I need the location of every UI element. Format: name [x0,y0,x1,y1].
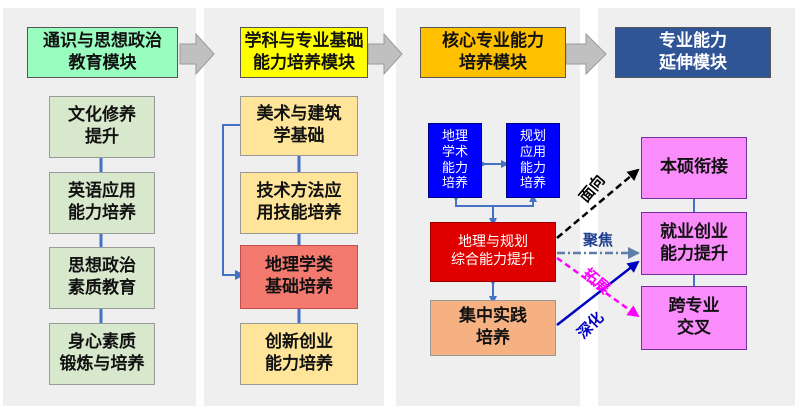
box-culture: 文化修养 提升 [49,96,155,158]
box-ideology: 思想政治 素质教育 [49,247,155,309]
box-innovation: 创新创业 能力培养 [240,323,358,385]
box-art-architecture: 美术与建筑 学基础 [240,96,358,156]
col2-bracket-arrow [222,124,245,280]
flow-arrow-1 [179,32,215,76]
box-technical-methods: 技术方法应 用技能培养 [240,172,358,234]
box-geography-academic: 地理 学术 能力 培养 [428,123,482,198]
box-interdisciplinary: 跨专业 交叉 [641,286,747,350]
flow-arrow-3 [565,32,607,76]
box-employment: 就业创业 能力提升 [641,212,747,275]
header-discipline-foundation: 学科与专业基础 能力培养模块 [240,27,368,78]
header-extension: 专业能力 延伸模块 [615,27,771,78]
expand-arrow [556,256,640,318]
deepen-arrow [556,260,640,326]
box-geography-foundation: 地理学类 基础培养 [240,245,358,309]
box-english: 英语应用 能力培养 [49,172,155,234]
header-general-education: 通识与思想政治 教育模块 [27,27,178,78]
box-practice: 集中实践 培养 [430,300,556,356]
box-comprehensive-ability: 地理与规划 综合能力提升 [430,222,556,282]
box-planning-application: 规划 应用 能力 培养 [506,123,560,198]
col3-bracket [452,194,537,207]
toward-arrow [556,168,640,239]
header-core-competence: 核心专业能力 培养模块 [420,27,566,78]
label-focus: 聚焦 [583,231,614,249]
box-physical-mental: 身心素质 锻炼与培养 [49,323,155,385]
flow-arrow-2 [367,32,403,76]
box-bachelor-master: 本硕衔接 [641,137,747,199]
